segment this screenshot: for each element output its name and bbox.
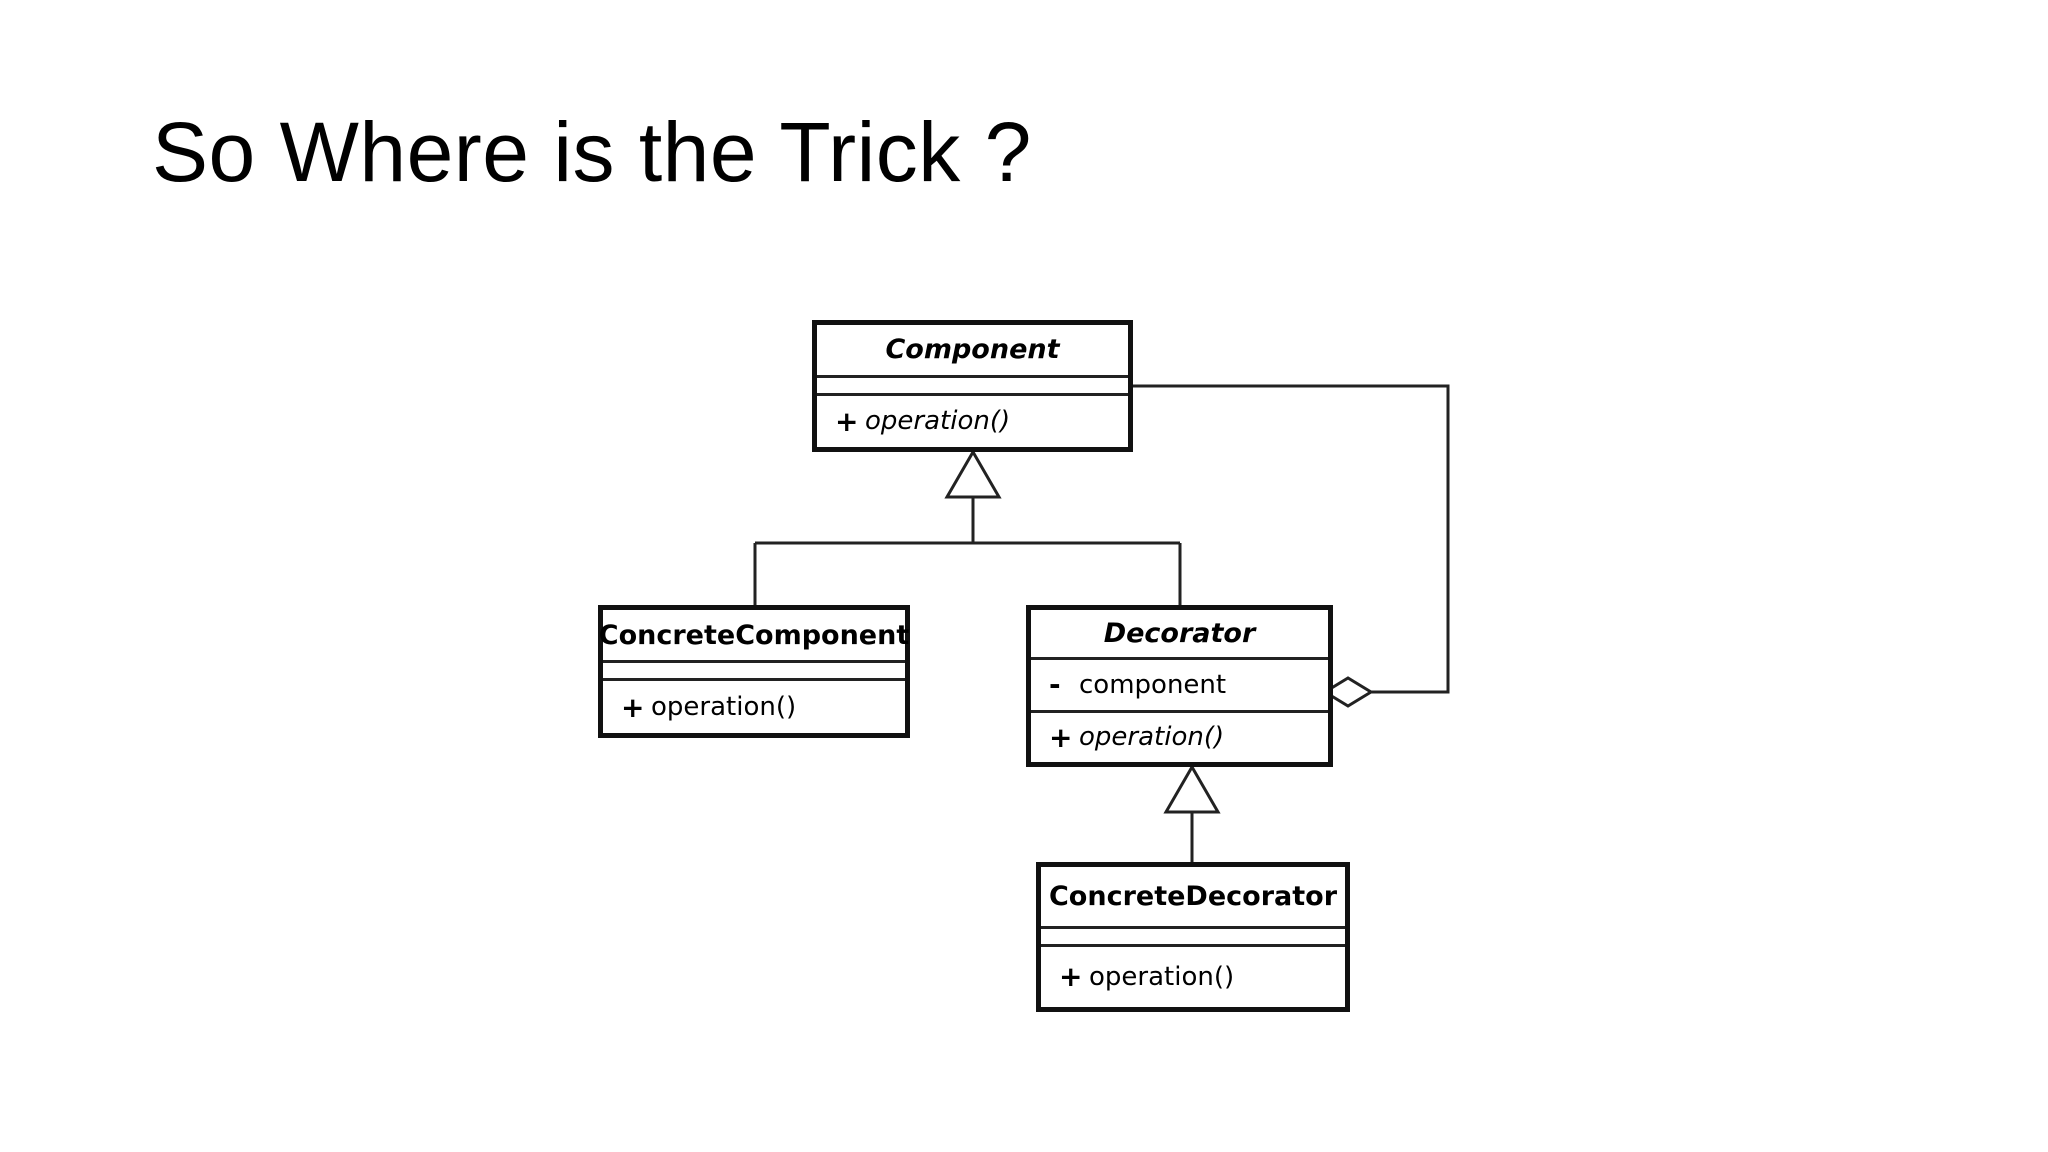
- class-name-component: Component: [817, 325, 1128, 375]
- uml-class-concretedecorator[interactable]: ConcreteDecorator + operation(): [1036, 862, 1350, 1012]
- class-name-concretecomponent: ConcreteComponent: [599, 610, 909, 660]
- operation-label: operation(): [1089, 961, 1235, 992]
- operation-row-component: + operation(): [817, 392, 1128, 447]
- generalization-triangle-icon: [1163, 764, 1221, 814]
- uml-class-decorator[interactable]: Decorator - component + operation(): [1026, 605, 1333, 767]
- uml-class-concretecomponent[interactable]: ConcreteComponent + operation(): [598, 605, 910, 738]
- attributes-compartment-concretedecorator: [1041, 925, 1345, 944]
- attributes-compartment-concretecomponent: [603, 660, 905, 678]
- operation-row-decorator: + operation(): [1031, 709, 1328, 762]
- class-name-decorator: Decorator: [1031, 610, 1328, 658]
- uml-class-component[interactable]: Component + operation(): [812, 320, 1133, 452]
- visibility-marker: +: [835, 404, 859, 438]
- attribute-label: component: [1079, 669, 1227, 700]
- operation-row-concretedecorator: + operation(): [1041, 943, 1345, 1007]
- operation-row-concretecomponent: + operation(): [603, 678, 905, 733]
- generalization-edge-concretedecorator-decorator: [1163, 764, 1221, 862]
- attributes-compartment-component: [817, 374, 1128, 393]
- operation-label: operation(): [651, 692, 797, 722]
- operation-label: operation(): [1079, 722, 1225, 753]
- visibility-marker: +: [1059, 960, 1083, 994]
- class-name-concretedecorator: ConcreteDecorator: [1041, 867, 1345, 926]
- visibility-marker: -: [1049, 668, 1061, 702]
- visibility-marker: +: [621, 690, 645, 724]
- visibility-marker: +: [1049, 720, 1073, 754]
- page-title: So Where is the Trick ?: [152, 105, 1032, 199]
- operation-label: operation(): [865, 406, 1011, 437]
- attribute-row-decorator-component: - component: [1031, 657, 1328, 710]
- generalization-edge-children-component: [753, 449, 1182, 605]
- generalization-triangle-icon: [944, 449, 1002, 499]
